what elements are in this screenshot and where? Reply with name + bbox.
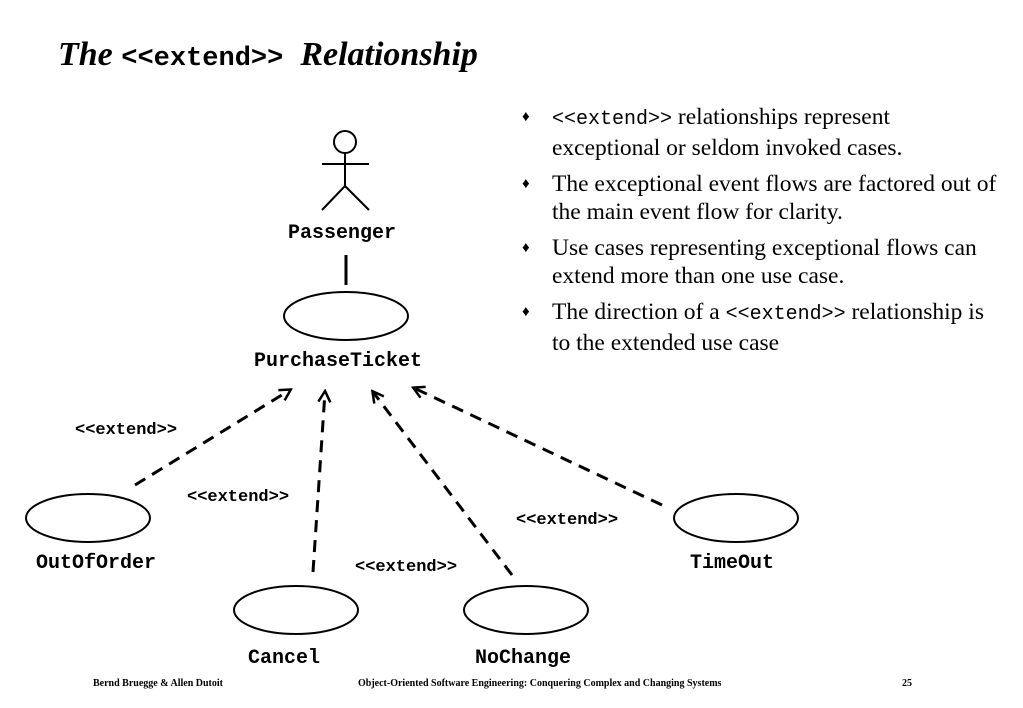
extend-arrow-timeout <box>414 388 663 507</box>
bullet-text-before: The direction of a <box>552 299 726 325</box>
title-code: <<extend>> <box>121 44 284 74</box>
extend-label-outoforder: <<extend>> <box>75 421 177 440</box>
extend-label-cancel: <<extend>> <box>187 488 289 507</box>
footer-page-number: 25 <box>902 678 912 689</box>
diamond-bullet-icon: ♦ <box>522 109 530 125</box>
bullet-list: ♦ <<extend>> relationships represent exc… <box>520 103 1000 365</box>
diamond-bullet-icon: ♦ <box>522 304 530 320</box>
title-suffix: Relationship <box>300 36 478 73</box>
use-case-label-timeout: TimeOut <box>690 552 774 575</box>
footer-authors: Bernd Bruegge & Allen Dutoit <box>93 678 223 689</box>
use-case-label-cancel: Cancel <box>248 647 320 670</box>
use-case-label-nochange: NoChange <box>475 647 571 670</box>
bullet-text: relationships represent exceptional or s… <box>552 104 903 161</box>
use-case-outoforder <box>25 493 151 543</box>
bullet-item: ♦ Use cases representing exceptional flo… <box>520 234 1000 290</box>
use-case-cancel <box>233 585 359 635</box>
use-case-label-purchaseticket: PurchaseTicket <box>254 350 422 373</box>
footer-book-title: Object-Oriented Software Engineering: Co… <box>358 678 722 689</box>
bullet-item: ♦ The direction of a <<extend>> relation… <box>520 298 1000 357</box>
bullet-item: ♦ <<extend>> relationships represent exc… <box>520 103 1000 162</box>
use-case-purchaseticket <box>283 291 409 341</box>
bullet-text: The exceptional event flows are factored… <box>552 171 997 225</box>
extend-arrow-nochange <box>373 392 514 576</box>
bullet-item: ♦ The exceptional event flows are factor… <box>520 170 1000 226</box>
bullet-code: <<extend>> <box>552 108 673 131</box>
actor-stick-figure-icon <box>321 130 370 211</box>
title-prefix: The <box>58 36 122 73</box>
extend-arrow-cancel <box>311 392 325 573</box>
actor-label: Passenger <box>288 222 396 245</box>
use-case-timeout <box>673 493 799 543</box>
slide-title: The <<extend>> Relationship <box>58 36 478 74</box>
use-case-nochange <box>463 585 589 635</box>
bullet-code: <<extend>> <box>725 303 846 326</box>
bullet-text: Use cases representing exceptional flows… <box>552 235 977 289</box>
extend-label-timeout: <<extend>> <box>516 511 618 530</box>
diamond-bullet-icon: ♦ <box>522 176 530 192</box>
extend-arrow-outoforder <box>134 390 290 487</box>
use-case-label-outoforder: OutOfOrder <box>36 552 156 575</box>
diamond-bullet-icon: ♦ <box>522 240 530 256</box>
extend-label-nochange: <<extend>> <box>355 558 457 577</box>
bullet-text: relationship is to the extended use case <box>552 299 984 356</box>
